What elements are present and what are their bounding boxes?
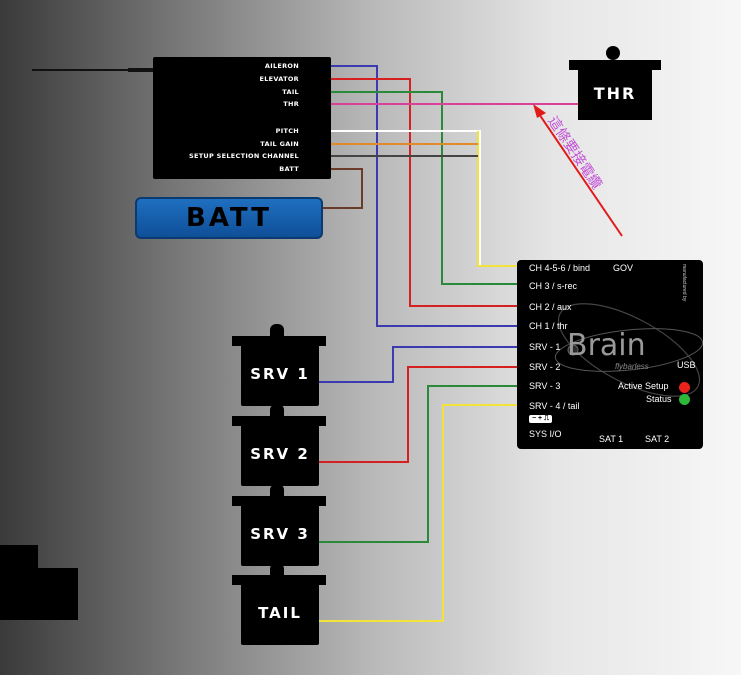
servo-tab	[232, 416, 326, 426]
brain-orbit-graphic	[554, 303, 703, 397]
wire-batt	[323, 168, 363, 209]
rx-channel-elevator: ELEVATOR	[259, 75, 299, 83]
servo-label: TAIL	[258, 604, 302, 622]
port-srv2: SRV - 2	[529, 362, 561, 372]
rx-channel-thr: THR	[283, 100, 299, 108]
brain-logo: Brain	[567, 328, 646, 363]
port-ch456-bind: CH 4-5-6 / bind	[529, 263, 591, 273]
wire-tail	[331, 91, 517, 285]
rx-channel-tail-gain: TAIL GAIN	[260, 140, 299, 148]
servo-horn	[270, 404, 284, 416]
servo-horn	[270, 484, 284, 496]
wire-srv1	[318, 346, 517, 383]
brain-controller: CH 4-5-6 / bind GOV CH 3 / s-rec CH 2 / …	[517, 260, 703, 449]
servo-tail: TAIL	[232, 563, 326, 649]
servo-tab	[232, 575, 326, 585]
sys-io-symbol: − + ⎍	[529, 415, 552, 423]
servo-body: SRV 1	[241, 342, 319, 406]
annotation-arrowhead	[533, 104, 546, 118]
status-led	[679, 394, 690, 405]
annotation-text: 這條要接電纜	[544, 113, 605, 193]
servo-horn	[270, 563, 284, 575]
annotation-arrow-line	[536, 110, 623, 237]
servo-body: SRV 3	[241, 502, 319, 566]
sys-io-label: SYS I/O	[529, 429, 562, 439]
status-label: Status	[646, 394, 672, 404]
battery: BATT	[135, 197, 323, 239]
servo-horn	[270, 324, 284, 336]
servo-label: SRV 3	[250, 525, 310, 543]
receiver: AILERON ELEVATOR TAIL THR PITCH TAIL GAI…	[153, 57, 331, 179]
gov-label: GOV	[613, 263, 634, 273]
servo-label: SRV 1	[250, 365, 310, 383]
port-srv1: SRV - 1	[529, 342, 561, 352]
brain-logo-sub: flybarless	[615, 362, 649, 371]
rx-channel-pitch: PITCH	[275, 127, 299, 135]
servo-srv2: SRV 2	[232, 404, 326, 490]
battery-label: BATT	[186, 203, 272, 233]
port-ch2-aux: CH 2 / aux	[529, 302, 572, 312]
servo-horn	[606, 46, 620, 60]
rx-channel-tail: TAIL	[282, 88, 299, 96]
sat1-label: SAT 1	[599, 434, 624, 444]
rx-channel-setup: SETUP SELECTION CHANNEL	[188, 152, 299, 160]
rx-channel-batt: BATT	[279, 165, 299, 173]
wire-srv3	[318, 385, 517, 543]
servo-label: SRV 2	[250, 445, 310, 463]
port-ch1-thr: CH 1 / thr	[529, 321, 568, 331]
annotation: 這條要接電纜	[544, 112, 642, 232]
port-srv4-tail: SRV - 4 / tail	[529, 401, 580, 411]
partial-device-body	[0, 568, 78, 620]
servo-tab	[232, 336, 326, 346]
servo-srv3: SRV 3	[232, 484, 326, 570]
servo-tab	[232, 496, 326, 506]
wire-elevator	[331, 78, 517, 307]
active-setup-led	[679, 382, 690, 393]
throttle-servo-label: THR	[593, 83, 637, 103]
servo-body: SRV 2	[241, 422, 319, 486]
wire-pitch-yellow	[477, 131, 517, 267]
wire-pitch	[331, 130, 517, 267]
servo-tab	[569, 60, 661, 70]
wire-srv2	[318, 366, 517, 463]
port-srv3: SRV - 3	[529, 381, 561, 391]
usb-label: USB	[677, 360, 696, 370]
wire-aileron	[331, 65, 517, 327]
throttle-servo: THR	[569, 46, 661, 120]
rx-channel-aileron: AILERON	[264, 62, 299, 70]
wire-tail-servo	[318, 404, 517, 622]
port-ch3-srec: CH 3 / s-rec	[529, 281, 578, 291]
servo-body: TAIL	[241, 581, 319, 645]
maker-label: manufactured by	[681, 264, 687, 302]
servo-body: THR	[578, 66, 652, 120]
servo-srv1: SRV 1	[232, 324, 326, 410]
sat2-label: SAT 2	[645, 434, 670, 444]
active-setup-label: Active Setup	[618, 381, 669, 391]
